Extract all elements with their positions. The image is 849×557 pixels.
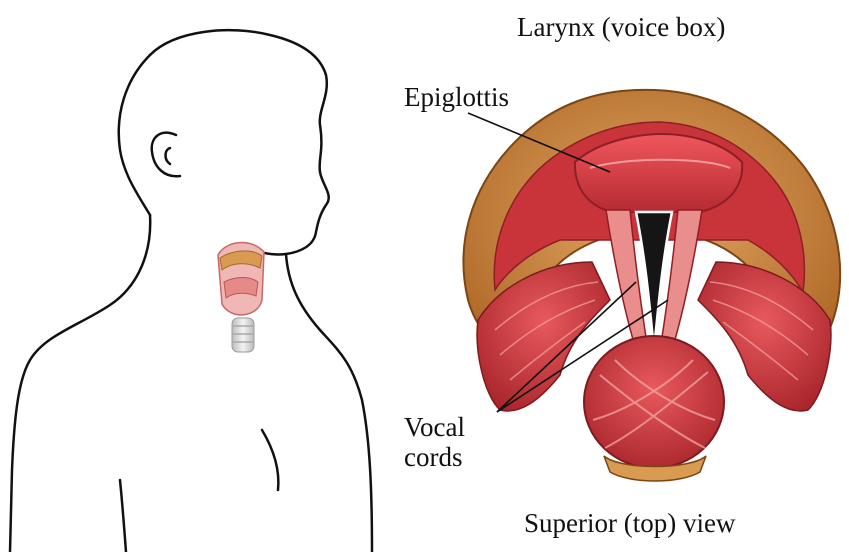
back-of-head xyxy=(119,55,150,215)
arm-line xyxy=(120,480,126,552)
neck-larynx xyxy=(218,243,264,352)
chest-line xyxy=(262,430,278,490)
view-caption: Superior (top) view xyxy=(524,508,735,538)
diagram-title: Larynx (voice box) xyxy=(517,12,725,42)
vocal-cords-label-line1: Vocal xyxy=(404,412,465,442)
head-outline xyxy=(150,30,329,254)
epiglottis-label: Epiglottis xyxy=(404,82,509,112)
epiglottis xyxy=(575,134,742,212)
ear-inner xyxy=(166,148,171,164)
person-silhouette xyxy=(10,30,372,552)
vocal-cords-label: Vocal cords xyxy=(404,412,465,472)
neck-back xyxy=(10,215,150,552)
larynx-top-view xyxy=(463,90,840,481)
vocal-cords-label-line2: cords xyxy=(404,442,465,472)
neck-front xyxy=(286,254,372,552)
arytenoid-muscle xyxy=(584,336,724,468)
